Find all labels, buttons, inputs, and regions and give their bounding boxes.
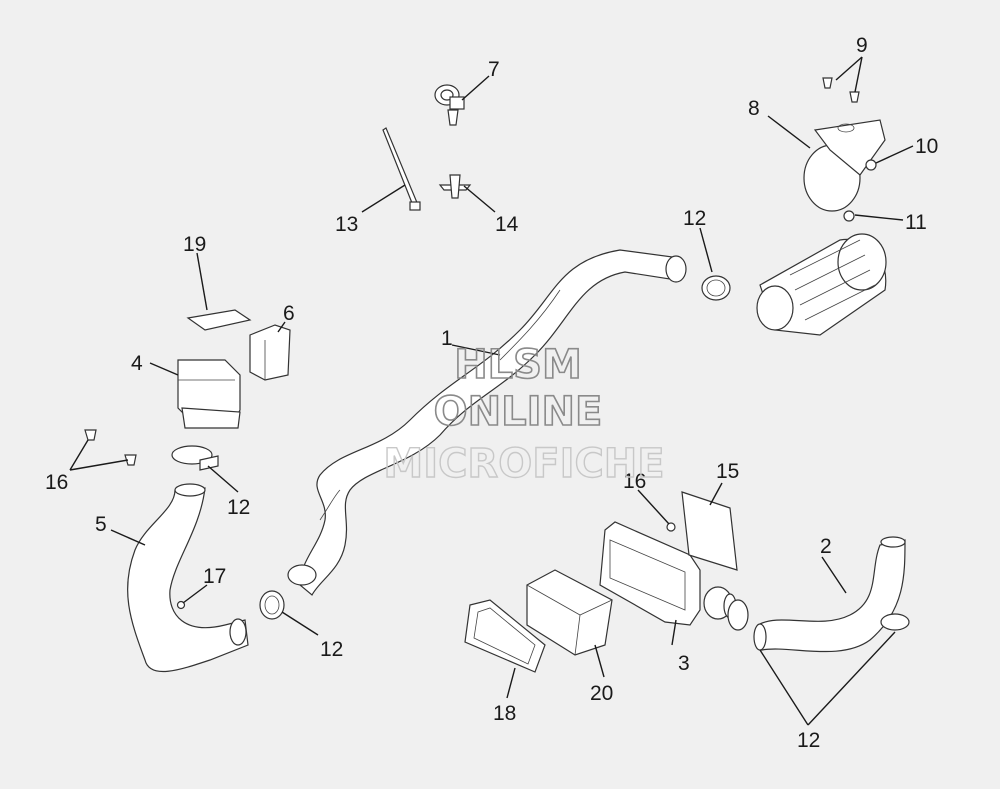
callout-3: 3 xyxy=(678,652,690,675)
callout-8: 8 xyxy=(748,97,760,120)
callout-17: 17 xyxy=(203,565,226,588)
part-18-frame[interactable] xyxy=(464,599,546,673)
part-6-filter-block[interactable] xyxy=(249,324,291,381)
part-20-filter-element[interactable] xyxy=(526,569,613,656)
callout-1: 1 xyxy=(441,327,453,350)
air-filter-assembly[interactable] xyxy=(756,233,887,336)
callout-12-top: 12 xyxy=(683,207,706,230)
part-11-nut[interactable] xyxy=(843,210,855,222)
part-16-screw-left-b[interactable] xyxy=(124,454,137,466)
callout-6: 6 xyxy=(283,302,295,325)
callout-5: 5 xyxy=(95,513,107,536)
callout-16-right: 16 xyxy=(623,470,646,493)
part-2-hose[interactable] xyxy=(753,536,906,653)
part-17-screw[interactable] xyxy=(176,600,186,610)
part-1-intake-hose[interactable] xyxy=(287,249,687,596)
part-9-bolts[interactable] xyxy=(822,77,860,103)
callout-14: 14 xyxy=(495,213,519,236)
callout-16-left: 16 xyxy=(45,471,68,494)
callout-12-bottom: 12 xyxy=(320,638,343,661)
part-7-clamp[interactable] xyxy=(434,84,465,126)
callout-10: 10 xyxy=(915,135,938,158)
part-12-clamp-bottom[interactable] xyxy=(259,590,285,620)
watermark-line-3: MICROFICHE xyxy=(383,441,664,487)
part-4-filter-housing[interactable] xyxy=(177,359,241,429)
callout-2: 2 xyxy=(820,535,832,558)
callout-7: 7 xyxy=(488,58,500,81)
callout-12-right: 12 xyxy=(797,729,820,752)
part-16-screw-right[interactable] xyxy=(666,522,676,532)
part-15-filter-sheet[interactable] xyxy=(681,491,738,571)
leader-lines xyxy=(69,56,914,726)
part-14-push-clip[interactable] xyxy=(438,174,472,199)
callout-12-left: 12 xyxy=(227,496,250,519)
callout-18: 18 xyxy=(493,702,516,725)
part-12-clamp-right-a[interactable] xyxy=(727,599,749,631)
callout-labels: 1 2 3 4 5 6 7 8 9 10 11 12 12 12 12 13 1… xyxy=(45,34,938,752)
watermark-line-2: ONLINE xyxy=(434,389,603,435)
callout-9: 9 xyxy=(856,34,868,57)
callout-19: 19 xyxy=(183,233,206,256)
part-5-duct[interactable] xyxy=(126,483,249,673)
watermark: HLSM ONLINE MICROFICHE xyxy=(383,341,666,488)
part-12-clamp-top[interactable] xyxy=(701,275,731,301)
callout-4: 4 xyxy=(131,352,143,375)
callout-20: 20 xyxy=(590,682,613,705)
part-12-clamp-right-b[interactable] xyxy=(880,613,910,631)
callout-13: 13 xyxy=(335,213,358,236)
part-13-strap[interactable] xyxy=(382,127,421,211)
callout-15: 15 xyxy=(716,460,739,483)
callout-11: 11 xyxy=(905,211,927,234)
part-10-bolt[interactable] xyxy=(865,159,877,171)
watermark-line-1: HLSM xyxy=(454,342,582,388)
part-19-gasket[interactable] xyxy=(186,309,252,331)
part-16-screw-left-a[interactable] xyxy=(84,429,97,441)
part-12-clamp-left[interactable] xyxy=(171,445,219,471)
